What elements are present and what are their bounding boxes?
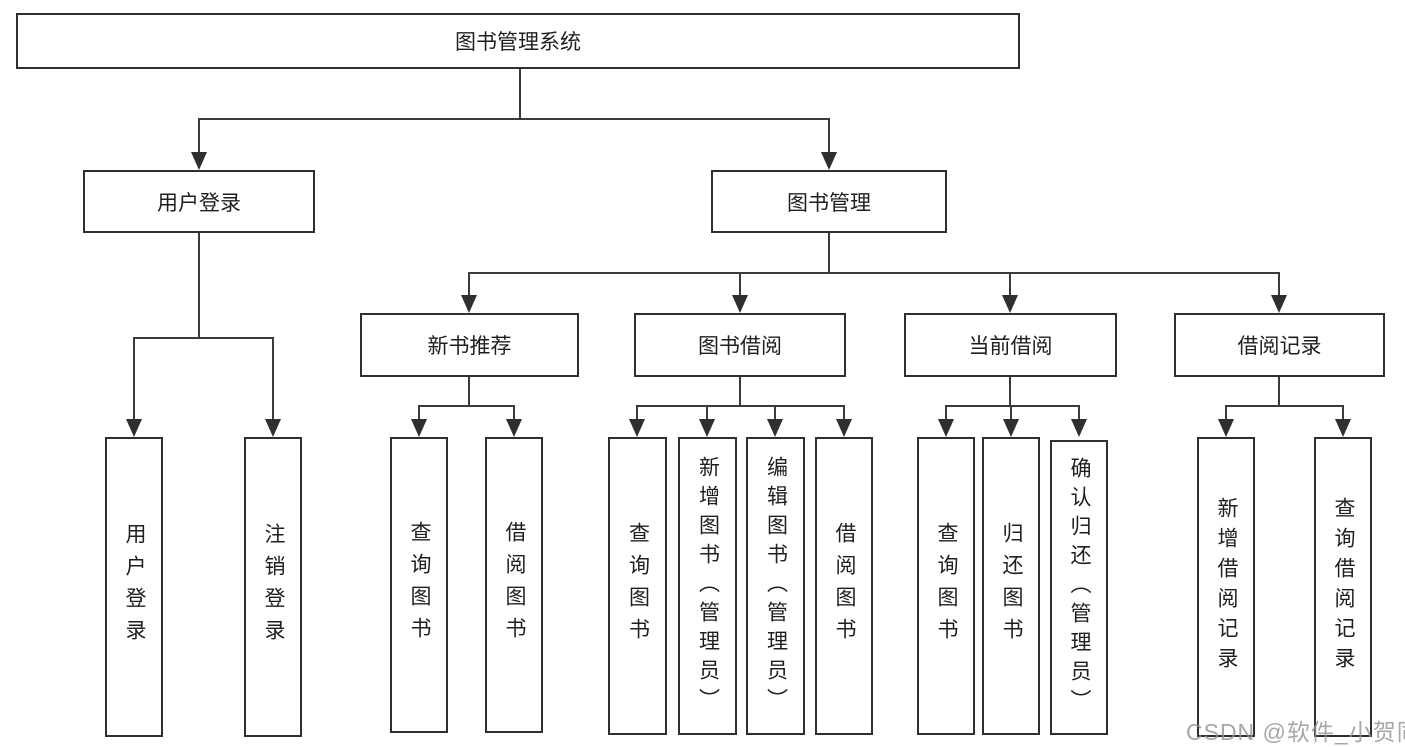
arrowhead-down-icon <box>938 419 954 437</box>
connector-line <box>468 272 470 297</box>
leaf-add-borrow-record: 新增借阅记录 <box>1197 437 1255 737</box>
connector-line <box>1342 405 1344 421</box>
leaf-confirm-return-admin-label: 确认归还（管理员） <box>1068 457 1092 718</box>
node-book-borrowing-label: 图书借阅 <box>698 335 782 358</box>
connector-line <box>1078 405 1080 421</box>
connector-line <box>843 405 845 421</box>
arrowhead-down-icon <box>506 419 522 437</box>
arrowhead-down-icon <box>126 419 142 437</box>
connector-line <box>1010 405 1012 421</box>
leaf-query-books-3-label: 查询图书 <box>935 522 959 650</box>
arrowhead-down-icon <box>1002 295 1018 313</box>
connector-line <box>198 118 830 120</box>
connector-line <box>1225 405 1343 407</box>
csdn-watermark: CSDN @软件_小贺同学 <box>1186 719 1405 745</box>
leaf-logout-label: 注销登录 <box>262 523 286 651</box>
leaf-user-login: 用户登录 <box>105 437 163 737</box>
connector-line <box>706 405 708 421</box>
connector-line <box>1009 272 1011 297</box>
leaf-confirm-return-admin: 确认归还（管理员） <box>1050 440 1108 735</box>
leaf-borrow-books-1-label: 借阅图书 <box>503 521 527 649</box>
leaf-query-books-3: 查询图书 <box>917 437 975 735</box>
leaf-edit-books-admin-label: 编辑图书（管理员） <box>764 455 788 717</box>
connector-line <box>828 233 830 272</box>
connector-line <box>133 337 135 421</box>
node-user-login-label: 用户登录 <box>157 191 241 215</box>
node-book-management: 图书管理 <box>711 170 947 233</box>
arrowhead-down-icon <box>461 295 477 313</box>
connector-line <box>739 377 741 405</box>
connector-line <box>133 337 273 339</box>
arrowhead-down-icon <box>836 419 852 437</box>
leaf-borrow-books-2: 借阅图书 <box>815 437 873 735</box>
connector-line <box>945 405 1079 407</box>
leaf-user-login-label: 用户登录 <box>123 523 147 651</box>
leaf-return-books: 归还图书 <box>982 437 1040 735</box>
connector-line <box>828 118 830 154</box>
connector-line <box>418 405 515 407</box>
connector-line <box>945 405 947 421</box>
arrowhead-down-icon <box>1335 419 1351 437</box>
connector-line <box>1009 377 1011 405</box>
node-new-book-recommend-label: 新书推荐 <box>427 335 512 358</box>
leaf-add-books-admin-label: 新增图书（管理员） <box>696 455 720 717</box>
connector-line <box>1278 272 1280 297</box>
connector-line <box>636 405 638 421</box>
leaf-query-books-2-label: 查询图书 <box>626 522 650 650</box>
node-new-book-recommend: 新书推荐 <box>360 313 579 377</box>
connector-line <box>636 405 845 407</box>
connector-line <box>468 377 470 405</box>
node-current-borrowing: 当前借阅 <box>904 313 1117 377</box>
arrowhead-down-icon <box>767 419 783 437</box>
node-current-borrowing-label: 当前借阅 <box>968 335 1053 358</box>
arrowhead-down-icon <box>1271 295 1287 313</box>
arrowhead-down-icon <box>191 152 207 170</box>
arrowhead-down-icon <box>821 152 837 170</box>
connector-line <box>774 405 776 421</box>
connector-line <box>1278 377 1280 405</box>
arrowhead-down-icon <box>1071 419 1087 437</box>
node-root: 图书管理系统 <box>16 13 1020 69</box>
connector-line <box>198 233 200 337</box>
leaf-borrow-books-1: 借阅图书 <box>485 437 543 733</box>
leaf-add-books-admin: 新增图书（管理员） <box>678 437 737 735</box>
node-borrowing-records-label: 借阅记录 <box>1237 335 1322 358</box>
leaf-query-books-1: 查询图书 <box>390 437 448 733</box>
arrowhead-down-icon <box>411 419 427 437</box>
leaf-query-books-1-label: 查询图书 <box>408 521 432 649</box>
leaf-query-borrow-record-label: 查询借阅记录 <box>1332 497 1356 677</box>
arrowhead-down-icon <box>265 419 281 437</box>
node-root-label: 图书管理系统 <box>455 31 581 54</box>
connector-line <box>513 405 515 421</box>
node-book-borrowing: 图书借阅 <box>634 313 846 377</box>
connector-line <box>272 337 274 421</box>
leaf-borrow-books-2-label: 借阅图书 <box>833 522 857 650</box>
connector-line <box>468 272 1280 274</box>
arrowhead-down-icon <box>1218 419 1234 437</box>
arrowhead-down-icon <box>699 419 715 437</box>
arrowhead-down-icon <box>629 419 645 437</box>
arrowhead-down-icon <box>1003 419 1019 437</box>
arrowhead-down-icon <box>732 295 748 313</box>
node-user-login: 用户登录 <box>83 170 315 233</box>
leaf-edit-books-admin: 编辑图书（管理员） <box>746 437 805 735</box>
connector-line <box>739 272 741 297</box>
connector-line <box>198 118 200 154</box>
connector-line <box>1225 405 1227 421</box>
leaf-query-borrow-record: 查询借阅记录 <box>1314 437 1372 737</box>
node-borrowing-records: 借阅记录 <box>1174 313 1385 377</box>
leaf-add-borrow-record-label: 新增借阅记录 <box>1215 497 1239 677</box>
leaf-return-books-label: 归还图书 <box>1000 522 1024 650</box>
connector-line <box>418 405 420 421</box>
leaf-query-books-2: 查询图书 <box>608 437 667 735</box>
leaf-logout: 注销登录 <box>244 437 302 737</box>
node-book-management-label: 图书管理 <box>787 191 871 215</box>
connector-line <box>519 69 521 118</box>
